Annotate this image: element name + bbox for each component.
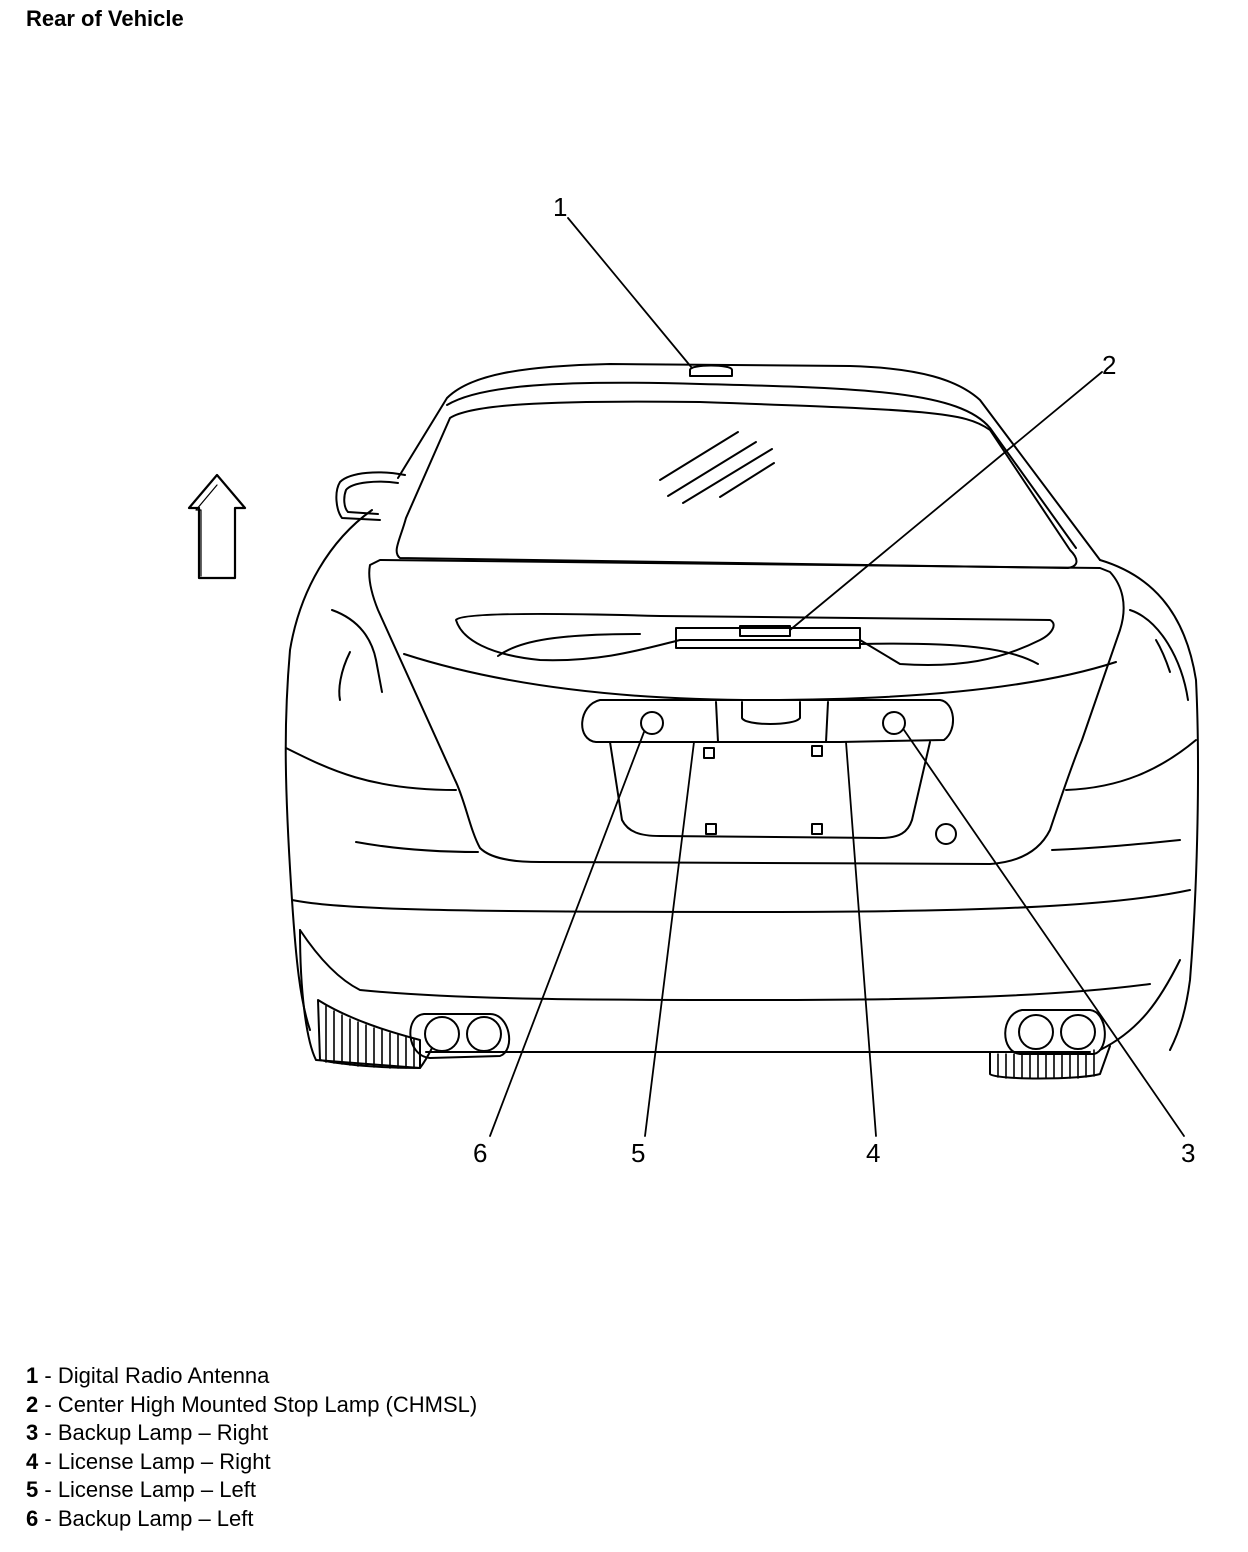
leader-line-6 bbox=[489, 731, 645, 1137]
license-lamp-housing bbox=[581, 699, 954, 743]
rear-window-glass bbox=[395, 400, 1078, 569]
legend-label: License Lamp – Left bbox=[57, 1477, 256, 1503]
rear-window-frame bbox=[446, 381, 1077, 549]
legend-separator: - bbox=[38, 1505, 58, 1531]
leader-line-1 bbox=[567, 217, 693, 369]
bumper-lower bbox=[291, 889, 1191, 913]
legend-label: Digital Radio Antenna bbox=[57, 1363, 270, 1388]
legend-number: 6 bbox=[26, 1505, 39, 1531]
body-outline bbox=[284, 509, 373, 1031]
legend-separator: - bbox=[38, 1477, 58, 1503]
diffuser-right bbox=[989, 1045, 1111, 1080]
bumper-upper bbox=[285, 747, 457, 791]
legend-separator: - bbox=[38, 1363, 58, 1388]
legend-separator: - bbox=[38, 1391, 58, 1417]
legend-number: 4 bbox=[26, 1448, 39, 1474]
leader-line-5 bbox=[644, 741, 695, 1137]
leader-line-2 bbox=[789, 371, 1103, 631]
legend-separator: - bbox=[38, 1448, 58, 1474]
legend-item: 2 - Center High Mounted Stop Lamp (CHMSL… bbox=[26, 1391, 477, 1420]
legend-label: Backup Lamp – Left bbox=[57, 1505, 254, 1531]
leader-line-3 bbox=[903, 729, 1185, 1137]
license-plate-recess bbox=[609, 741, 931, 839]
digital-radio-antenna bbox=[689, 364, 733, 377]
legend-number: 2 bbox=[26, 1391, 39, 1417]
backup-lamp-left bbox=[640, 711, 664, 735]
legend: 1 - Digital Radio Antenna 2 - Center Hig… bbox=[26, 1362, 477, 1534]
diffuser-left bbox=[317, 999, 421, 1069]
taillight-right bbox=[1129, 609, 1189, 701]
legend-item: 4 - License Lamp – Right bbox=[26, 1448, 477, 1477]
legend-number: 1 bbox=[26, 1363, 39, 1388]
legend-separator: - bbox=[38, 1420, 58, 1446]
callout-6: 6 bbox=[473, 1138, 488, 1168]
legend-number: 5 bbox=[26, 1477, 39, 1503]
chmsl-housing bbox=[455, 612, 1055, 666]
legend-item: 6 - Backup Lamp – Left bbox=[26, 1505, 477, 1534]
exhaust-right bbox=[1004, 1009, 1106, 1055]
legend-label: Backup Lamp – Right bbox=[57, 1420, 269, 1446]
center-high-mounted-stop-lamp bbox=[739, 625, 791, 637]
forward-arrow-icon bbox=[187, 473, 247, 580]
exhaust-left bbox=[409, 1013, 510, 1059]
taillight-left bbox=[331, 609, 383, 693]
legend-item: 1 - Digital Radio Antenna bbox=[26, 1362, 477, 1391]
callout-3: 3 bbox=[1181, 1138, 1196, 1168]
page-title: Rear of Vehicle bbox=[26, 6, 184, 31]
legend-item: 5 - License Lamp – Left bbox=[26, 1476, 477, 1505]
roof-outline bbox=[397, 363, 1101, 561]
trunk-lock bbox=[935, 823, 957, 845]
leader-line-4 bbox=[845, 741, 877, 1137]
trunk-lid bbox=[368, 559, 1125, 865]
legend-label: License Lamp – Right bbox=[57, 1448, 271, 1474]
legend-label: Center High Mounted Stop Lamp (CHMSL) bbox=[57, 1391, 478, 1417]
callout-5: 5 bbox=[631, 1138, 646, 1168]
callout-4: 4 bbox=[866, 1138, 881, 1168]
backup-lamp-right bbox=[882, 711, 906, 735]
side-mirror bbox=[335, 471, 406, 521]
callout-1: 1 bbox=[553, 192, 568, 222]
legend-item: 3 - Backup Lamp – Right bbox=[26, 1419, 477, 1448]
legend-number: 3 bbox=[26, 1420, 39, 1446]
callout-2: 2 bbox=[1102, 350, 1117, 380]
